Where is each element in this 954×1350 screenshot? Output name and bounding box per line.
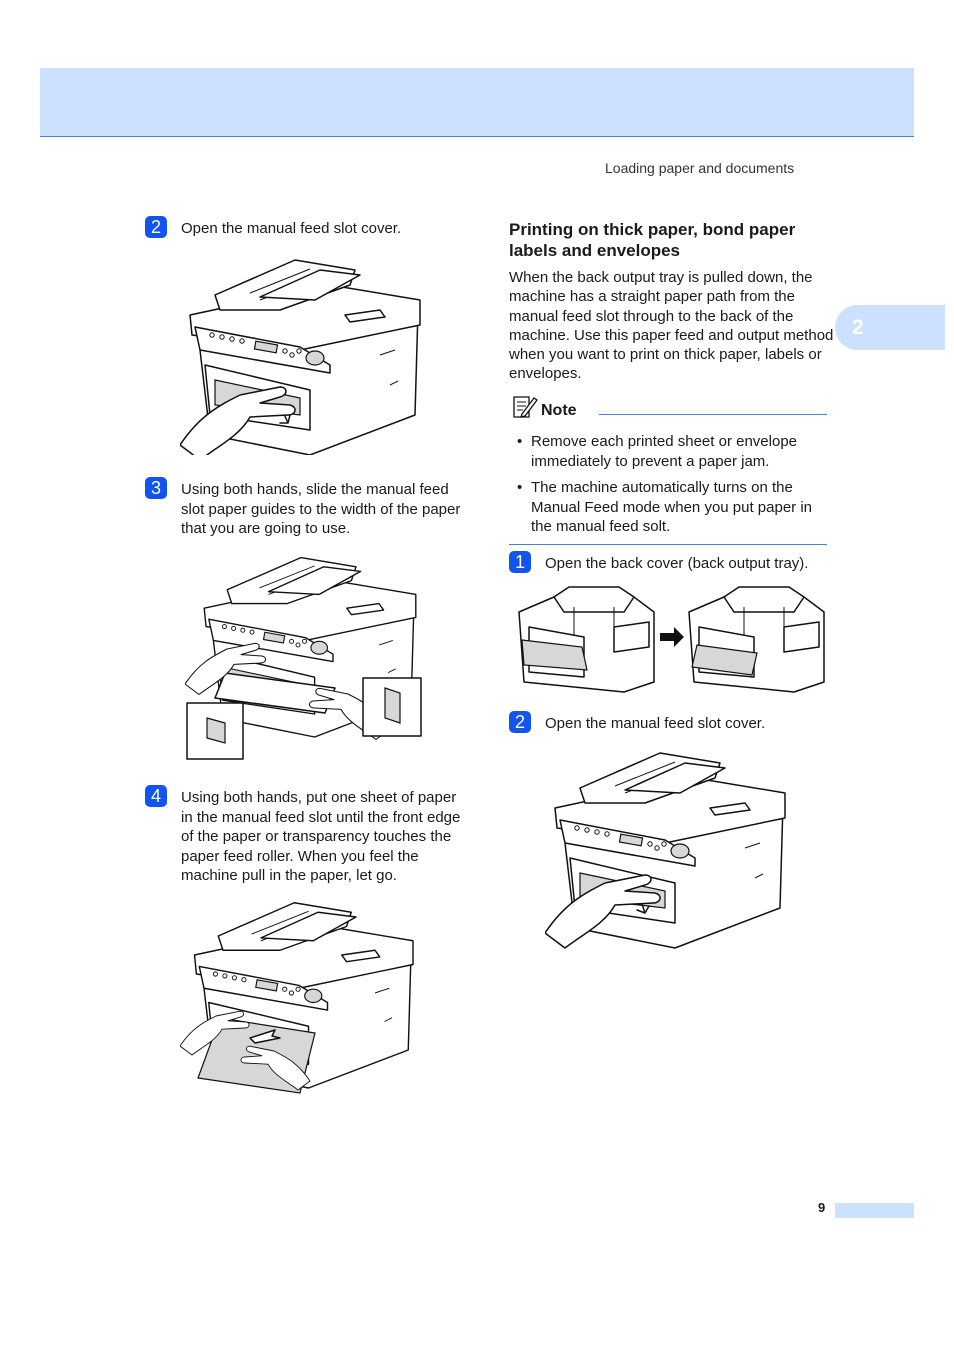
illustration-open-back-cover (512, 585, 827, 702)
intro-paragraph: When the back output tray is pulled down… (509, 269, 834, 383)
illustration-open-manual-feed-cover-2 (544, 748, 790, 955)
step-number-badge: 4 (145, 785, 167, 807)
note-divider-bottom (509, 543, 827, 545)
page-number: 9 (818, 1200, 826, 1215)
illustration-open-manual-feed-cover (179, 255, 430, 461)
illustration-insert-paper (179, 898, 430, 1113)
note-divider-top (599, 414, 827, 415)
footer-band (835, 1203, 914, 1218)
note-box: Note Remove each printed sheet or envelo… (509, 396, 827, 545)
step-number-badge: 2 (145, 216, 167, 238)
step-text: Open the back cover (back output tray). (545, 555, 809, 572)
note-title: Note (541, 402, 577, 419)
step-text: Open the manual feed slot cover. (545, 715, 766, 732)
note-item: Remove each printed sheet or envelope im… (509, 432, 827, 471)
step-text: Using both hands, slide the manual feed … (181, 481, 461, 537)
step-number-badge: 1 (509, 551, 531, 573)
section-title: Printing on thick paper, bond paper labe… (509, 220, 796, 260)
header-band (40, 68, 914, 137)
note-list: Remove each printed sheet or envelope im… (509, 432, 827, 537)
step-text: Open the manual feed slot cover. (181, 220, 402, 237)
note-header: Note (509, 396, 827, 420)
illustration-slide-paper-guides (184, 553, 425, 768)
step-text: Using both hands, put one sheet of paper… (181, 789, 461, 884)
chapter-tab-label: 2 (852, 316, 864, 339)
note-pencil-icon (511, 394, 539, 425)
note-item: The machine automatically turns on the M… (509, 478, 827, 537)
running-head: Loading paper and documents (605, 160, 795, 176)
step-number-badge: 2 (509, 711, 531, 733)
chapter-tab[interactable]: 2 (835, 305, 945, 350)
step-number-badge: 3 (145, 477, 167, 499)
